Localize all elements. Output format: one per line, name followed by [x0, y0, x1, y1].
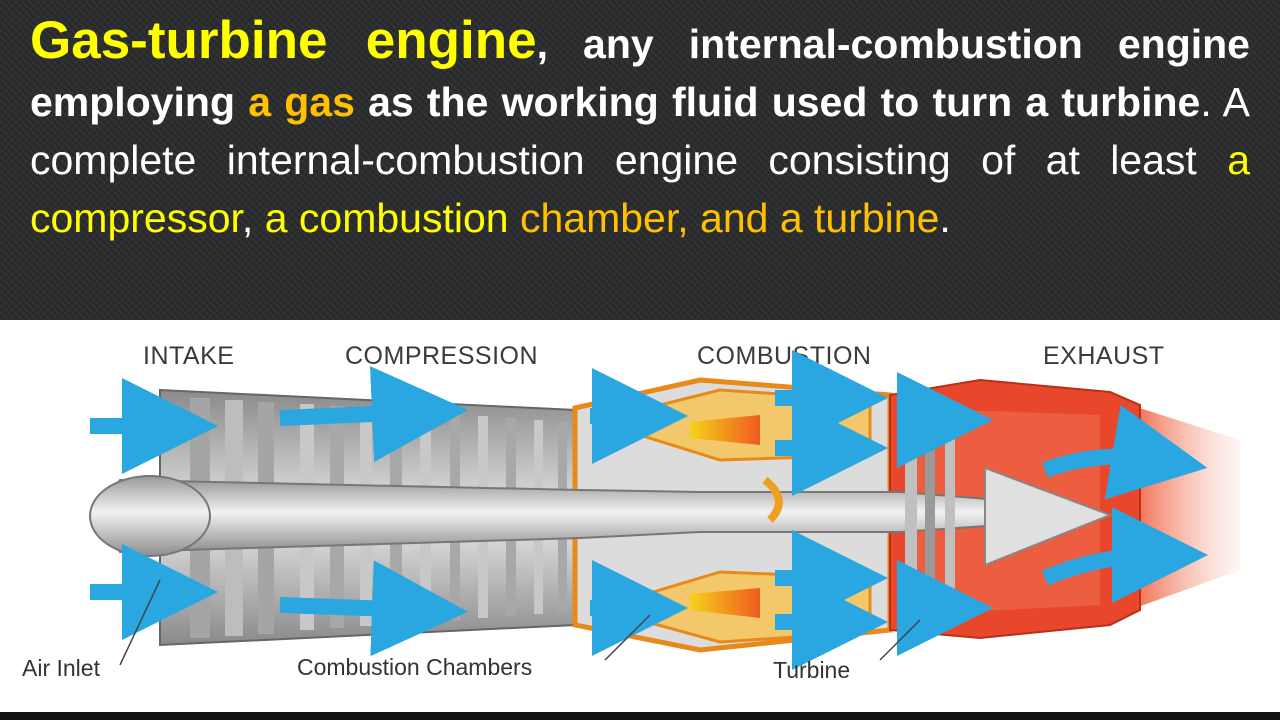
turbine-blades: [905, 410, 955, 620]
definition-text: Gas-turbine engine, any internal-combust…: [30, 12, 1250, 247]
exhaust-plume: [1130, 405, 1240, 610]
period: .: [939, 195, 951, 241]
stage-label-intake: INTAKE: [143, 342, 234, 370]
callout-leaders: [119, 579, 921, 666]
callout-air-inlet: Air Inlet: [22, 655, 101, 681]
highlight-compressor: a compressor: [30, 137, 1250, 241]
comma: ,: [241, 195, 265, 241]
callout-combustion-chambers: Combustion Chambers: [297, 654, 532, 680]
engine-diagram: INTAKE COMPRESSION COMBUSTION EXHAUST: [0, 320, 1280, 712]
stage-label-compression: COMPRESSION: [345, 342, 538, 370]
highlight-gas: a gas: [248, 79, 355, 125]
space: [509, 195, 520, 241]
definition-part2: as the working fluid used to turn a turb…: [354, 79, 1201, 125]
nose-cone: [89, 475, 211, 557]
callout-turbine: Turbine: [773, 657, 850, 683]
airflow-arrows: [90, 350, 1208, 670]
highlight-combustion: a combustion: [264, 195, 509, 241]
definition-part3: . A complete internal-combustion engine …: [30, 79, 1251, 183]
engine-illustration: INTAKE COMPRESSION COMBUSTION EXHAUST: [22, 342, 1240, 683]
stage-label-combustion: COMBUSTION: [697, 342, 871, 370]
bottom-bar: [0, 712, 1280, 720]
exhaust-cone: [984, 466, 1113, 567]
definition-part1: , any internal-combustion engine employi…: [30, 21, 1250, 125]
swirl-arrow: [762, 476, 783, 523]
term-title: Gas-turbine engine: [30, 11, 537, 70]
stage-label-exhaust: EXHAUST: [1043, 342, 1165, 370]
highlight-chamber-turbine: chamber, and a turbine: [519, 195, 940, 241]
definition-panel: Gas-turbine engine, any internal-combust…: [0, 0, 1280, 320]
